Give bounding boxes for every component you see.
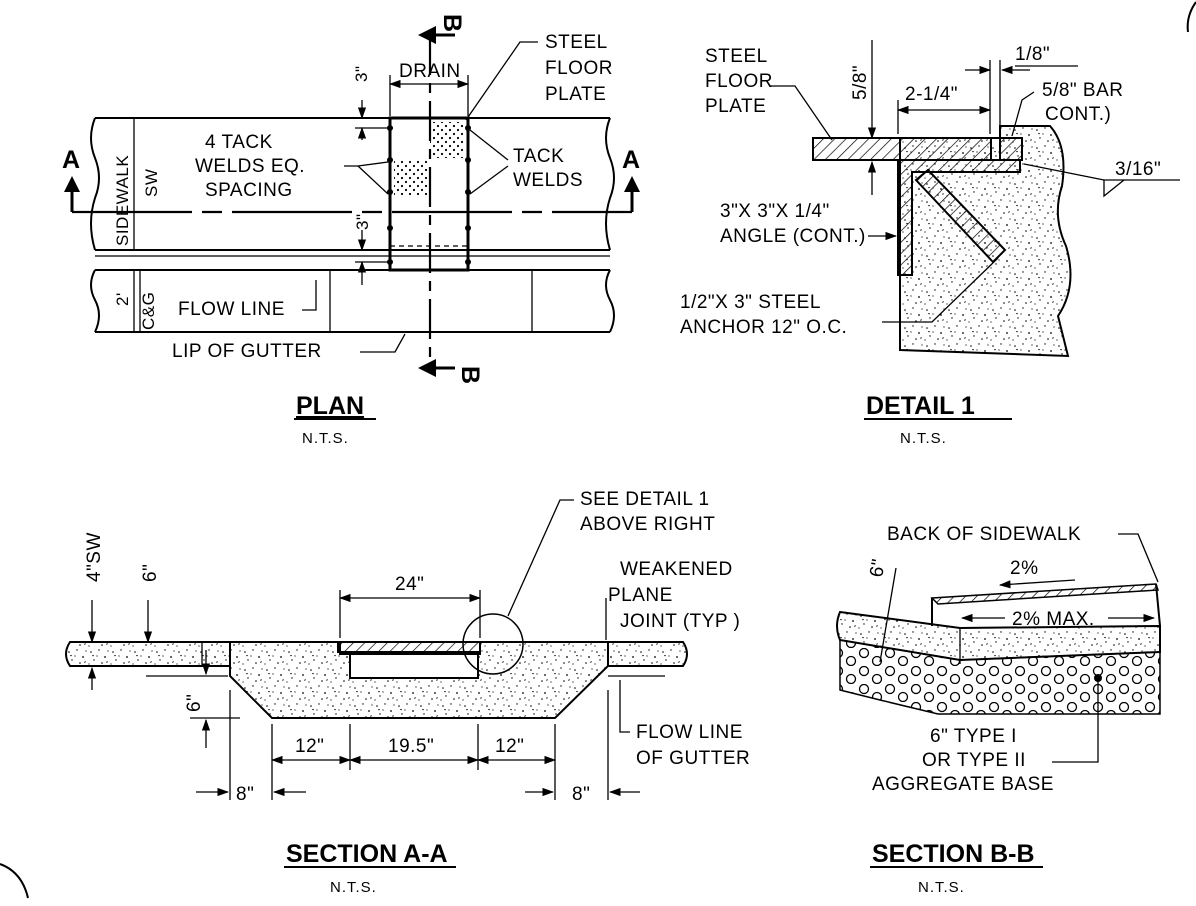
aa-flow-line-1: FLOW LINE xyxy=(636,722,743,743)
plan-tack-right-1: TACK xyxy=(513,146,564,167)
bb-scale: N.T.S. xyxy=(918,879,965,896)
detail-1-view: STEEL FLOOR PLATE 5/8" 1/8" 2-1/4" 5/8" … xyxy=(680,40,1180,447)
plan-cg-label: C&G xyxy=(139,292,158,330)
plan-tack-left-2: WELDS EQ. xyxy=(195,156,305,177)
aa-weakened-1: WEAKENED xyxy=(620,559,733,580)
plan-tack-left-1: 4 TACK xyxy=(205,132,273,153)
detail-anchor-line2: ANCHOR 12" O.C. xyxy=(680,317,847,338)
detail-three-sixteenths: 3/16" xyxy=(1115,159,1161,180)
edge-fragment-bottom-left xyxy=(0,863,29,899)
bb-two-pct: 2% xyxy=(1010,558,1038,579)
aa-weakened-3: JOINT (TYP ) xyxy=(620,611,740,632)
plan-two-ft: 2' xyxy=(113,292,132,306)
detail-bar-line1: 5/8" BAR xyxy=(1042,80,1124,101)
bb-two-pct-max: 2% MAX. xyxy=(1012,609,1095,630)
plan-view: A A B B DRAIN STEEL FLOOR PLATE 3" 3" 4 … xyxy=(62,14,640,447)
detail-plate-line2: FLOOR xyxy=(705,71,773,92)
bb-aggregate-2: OR TYPE II xyxy=(922,750,1026,771)
plan-plate-line3: PLATE xyxy=(545,84,606,105)
bb-aggregate-3: AGGREGATE BASE xyxy=(872,774,1054,795)
aa-four-sw: 4"SW xyxy=(84,532,105,582)
aa-six-top: 6" xyxy=(140,564,161,582)
aa-twenty-four: 24" xyxy=(395,574,424,595)
plan-flow-line: FLOW LINE xyxy=(178,299,285,320)
plan-sidewalk-label: SIDEWALK xyxy=(113,155,132,246)
detail-one-eighth: 1/8" xyxy=(1015,44,1050,65)
plan-section-a-left: A xyxy=(62,146,80,174)
plan-section-b-top: B xyxy=(438,14,466,32)
plan-three-bottom: 3" xyxy=(353,214,372,231)
detail-angle-line2: ANGLE (CONT.) xyxy=(720,226,866,247)
detail-title: DETAIL 1 xyxy=(866,392,975,420)
aa-nineteen: 19.5" xyxy=(388,736,434,757)
plan-drain-label: DRAIN xyxy=(399,61,461,82)
aa-weakened-2: PLANE xyxy=(608,585,673,606)
plan-section-a-right: A xyxy=(622,146,640,174)
aa-twelve-right: 12" xyxy=(495,736,524,757)
aa-eight-right: 8" xyxy=(572,784,590,805)
plan-title: PLAN xyxy=(296,392,364,420)
plan-section-b-bottom: B xyxy=(456,366,484,384)
bb-back-sidewalk: BACK OF SIDEWALK xyxy=(887,524,1081,545)
detail-scale: N.T.S. xyxy=(900,430,947,447)
plan-three-top: 3" xyxy=(352,66,371,83)
detail-five-eighths: 5/8" xyxy=(850,65,871,100)
bb-six: 6" xyxy=(866,557,890,579)
aa-see-detail-1: SEE DETAIL 1 xyxy=(580,489,710,510)
detail-anchor-line1: 1/2"X 3" STEEL xyxy=(680,292,821,313)
aa-six-side: 6" xyxy=(184,694,205,712)
plan-lip-gutter: LIP OF GUTTER xyxy=(172,341,322,362)
aa-twelve-left: 12" xyxy=(295,736,324,757)
section-b-b-view: BACK OF SIDEWALK 2% 2% MAX. 6" 6" TYPE I… xyxy=(836,524,1161,896)
plan-tack-right-2: WELDS xyxy=(513,170,583,191)
aa-eight-left: 8" xyxy=(236,784,254,805)
detail-bar-line2: CONT.) xyxy=(1045,104,1111,125)
detail-two-quarter: 2-1/4" xyxy=(905,84,958,105)
bb-aggregate-1: 6" TYPE I xyxy=(930,726,1017,747)
detail-plate-line1: STEEL xyxy=(705,46,768,67)
plan-scale: N.T.S. xyxy=(302,430,349,447)
aa-scale: N.T.S. xyxy=(330,879,377,896)
plan-tack-left-3: SPACING xyxy=(205,180,293,201)
aa-see-detail-2: ABOVE RIGHT xyxy=(580,514,715,535)
bb-title: SECTION B-B xyxy=(872,840,1035,868)
detail-plate-line3: PLATE xyxy=(705,96,766,117)
plan-plate-line1: STEEL xyxy=(545,32,608,53)
detail-angle-line1: 3"X 3"X 1/4" xyxy=(720,201,830,222)
aa-flow-line-2: OF GUTTER xyxy=(636,748,750,769)
plan-sw-label: SW xyxy=(142,169,161,197)
plan-plate-line2: FLOOR xyxy=(545,58,613,79)
section-a-a-view: SEE DETAIL 1 ABOVE RIGHT WEAKENED PLANE … xyxy=(65,489,750,896)
aa-title: SECTION A-A xyxy=(286,840,448,868)
edge-fragment-top-right xyxy=(1186,1,1196,33)
